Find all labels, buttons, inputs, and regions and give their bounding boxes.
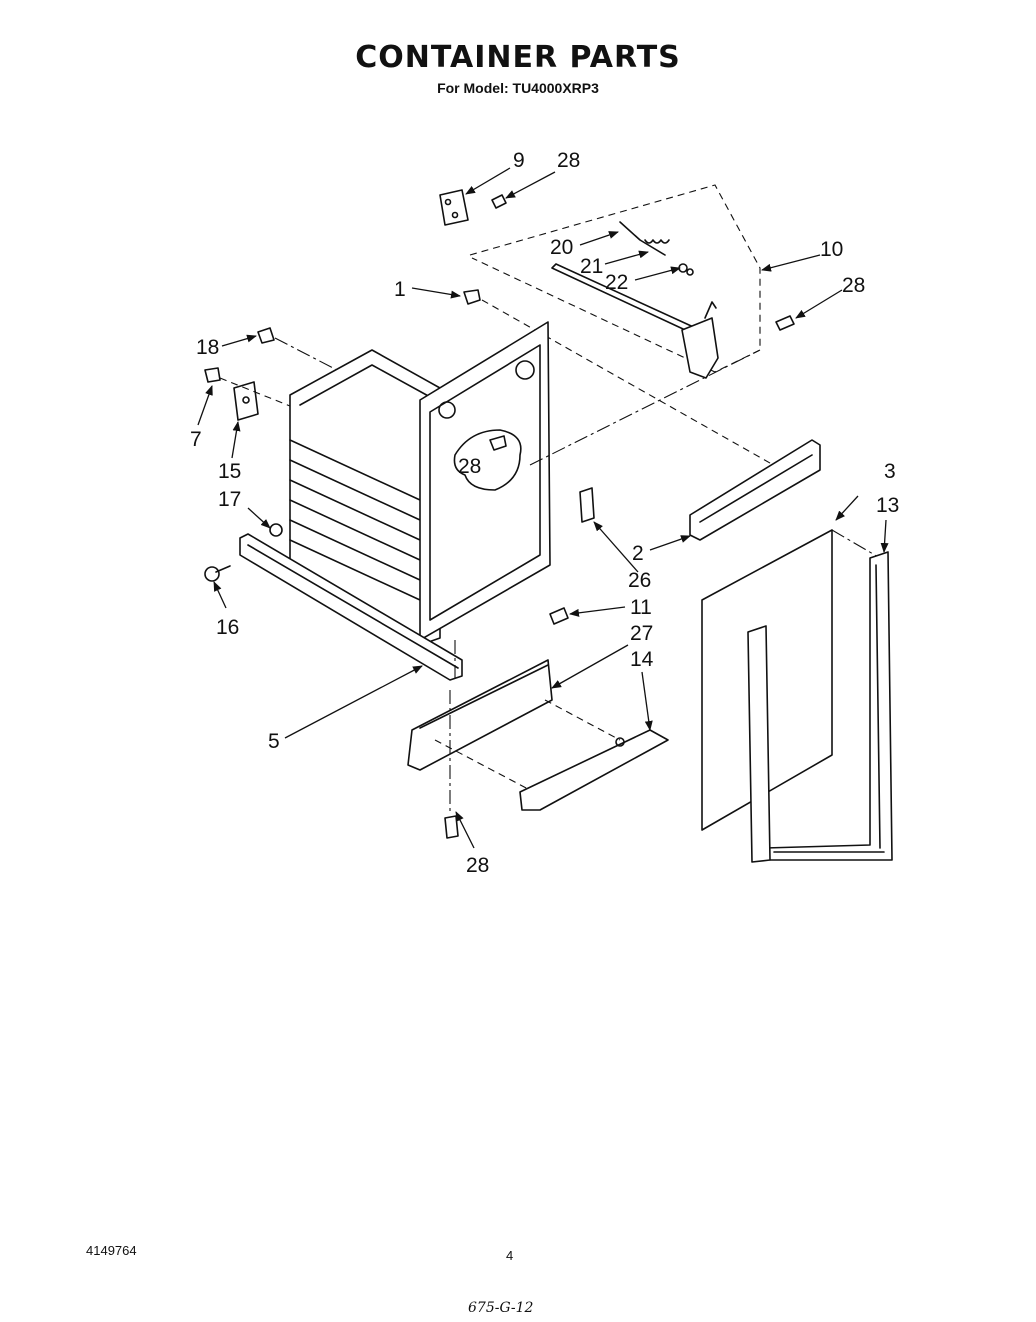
part-rail-5 (239, 533, 463, 681)
callout-7: 7 (190, 428, 202, 451)
part-grille-14 (519, 729, 669, 811)
callout-28-back: 28 (458, 455, 481, 478)
part-screw-11 (549, 607, 569, 625)
callout-27: 27 (630, 622, 653, 645)
callout-28-bottom: 28 (466, 854, 489, 877)
part-screw-28-right (775, 315, 795, 331)
part-hinge-15 (233, 381, 259, 421)
callout-9: 9 (513, 149, 525, 172)
callout-18: 18 (196, 336, 219, 359)
part-screw-28-back (489, 435, 507, 451)
page-number: 4 (506, 1248, 514, 1263)
part-nut-17 (269, 523, 283, 537)
callout-28-top: 28 (557, 149, 580, 172)
callout-17: 17 (218, 488, 241, 511)
callout-21: 21 (580, 255, 603, 278)
part-clip-26 (579, 487, 595, 523)
part-bracket-27 (407, 659, 553, 771)
callout-13: 13 (876, 494, 899, 517)
callout-1: 1 (394, 278, 406, 301)
callout-2: 2 (632, 542, 644, 565)
part-rail-2 (689, 439, 821, 541)
part-screw-7 (204, 367, 221, 383)
callout-22: 22 (605, 271, 628, 294)
part-latch-rod (619, 221, 694, 276)
part-bracket-9 (439, 189, 469, 226)
callout-3: 3 (884, 460, 896, 483)
callout-15: 15 (218, 460, 241, 483)
document-number: 4149764 (86, 1243, 137, 1258)
page-title: CONTAINER PARTS (355, 40, 681, 75)
callout-28-right: 28 (842, 274, 865, 297)
callout-14: 14 (630, 648, 654, 671)
part-screw-28-bottom (444, 815, 459, 839)
part-latch-bar-10 (551, 263, 719, 379)
part-screw-18 (257, 327, 275, 344)
callout-5: 5 (268, 730, 280, 753)
callout-20: 20 (550, 236, 573, 259)
callout-10: 10 (820, 238, 843, 261)
latch-assembly-outline (469, 184, 761, 373)
part-screw-28-top (491, 194, 507, 209)
callout-11: 11 (630, 596, 652, 619)
callout-26: 26 (628, 569, 651, 592)
part-bolt-16 (204, 565, 231, 582)
part-screw-1 (463, 289, 481, 305)
callout-16: 16 (216, 616, 239, 639)
model-subtitle: For Model: TU4000XRP3 (437, 80, 599, 96)
handwritten-code: 675-G-12 (468, 1300, 534, 1316)
